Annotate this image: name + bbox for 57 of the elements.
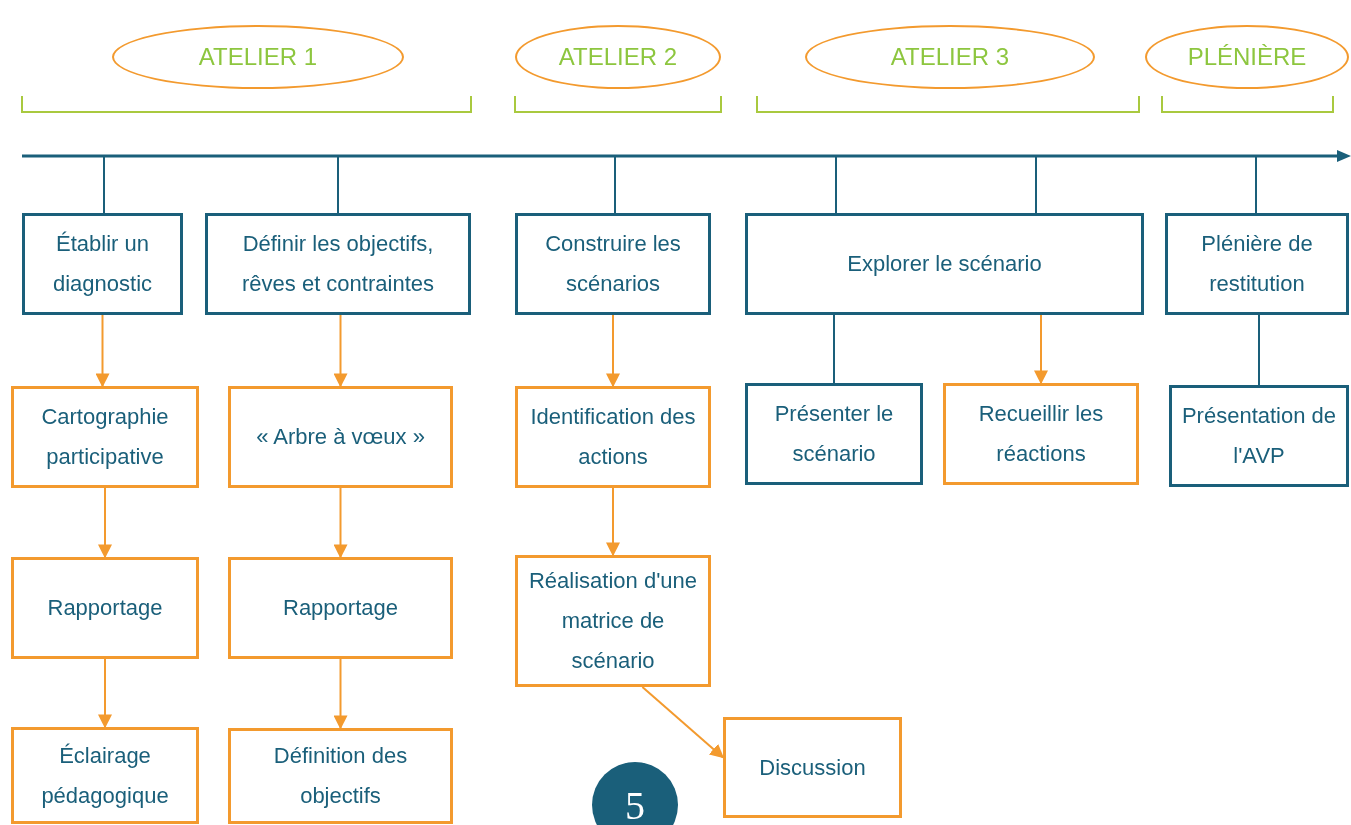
step-box	[11, 727, 199, 824]
arrow	[333, 658, 348, 730]
step-box	[745, 383, 923, 485]
connector-line	[833, 314, 835, 384]
step-label: Éclairage pédagogique	[40, 741, 170, 810]
step-label: Cartographie participative	[40, 403, 170, 471]
step-box	[515, 213, 711, 315]
step-label: Recueillir les réactions	[977, 400, 1105, 468]
step-box	[515, 555, 711, 687]
arrow	[641, 686, 725, 759]
step-box	[11, 557, 199, 659]
arrow	[98, 487, 112, 559]
connector-line	[1255, 155, 1257, 214]
connector-line	[835, 155, 837, 214]
step-box	[228, 557, 453, 659]
step-label: Présenter le scénario	[773, 400, 895, 468]
step-label: Construire les scénarios	[544, 230, 682, 298]
arrow	[606, 487, 620, 557]
step-label: ATELIER 2	[558, 42, 678, 72]
arrow	[98, 658, 112, 729]
connector-line	[1258, 314, 1260, 386]
step-box	[515, 386, 711, 488]
step-label: Réalisation d'une matrice de scénario	[527, 567, 699, 675]
step-label: ATELIER 3	[890, 42, 1010, 72]
step-label: Discussion	[759, 753, 866, 782]
step-label: Rapportage	[47, 594, 163, 622]
arrow	[333, 487, 348, 559]
step-box	[11, 386, 199, 488]
step-label: Identification des actions	[529, 403, 697, 471]
step-box	[1165, 213, 1349, 315]
step-label: Définir les objectifs, rêves et contraintes	[241, 230, 435, 298]
step-label: Explorer le scénario	[847, 250, 1042, 278]
step-label: PLÉNIÈRE	[1187, 42, 1307, 72]
arrow	[606, 314, 620, 388]
arrow	[333, 314, 348, 388]
step-label: ATELIER 1	[198, 42, 318, 72]
step-label: Présentation de l'AVP	[1180, 402, 1338, 470]
step-box	[943, 383, 1139, 485]
step-box	[1169, 385, 1349, 487]
step-label: Définition des objectifs	[272, 742, 409, 810]
step-label: Plénière de restitution	[1200, 230, 1314, 298]
step-box	[228, 728, 453, 824]
step-box	[228, 386, 453, 488]
page-number-badge: 5	[592, 762, 678, 825]
step-label: Établir un diagnostic	[51, 230, 154, 298]
arrow	[1034, 314, 1048, 385]
step-box	[205, 213, 471, 315]
arrow	[95, 314, 110, 388]
step-box	[22, 213, 183, 315]
step-label: « Arbre à vœux »	[256, 423, 425, 451]
connector-line	[614, 155, 616, 214]
step-label: Rapportage	[283, 594, 398, 622]
connector-line	[1035, 155, 1037, 214]
step-box	[745, 213, 1144, 315]
connector-line	[103, 155, 105, 214]
step-box	[723, 717, 902, 818]
connector-line	[337, 155, 339, 214]
